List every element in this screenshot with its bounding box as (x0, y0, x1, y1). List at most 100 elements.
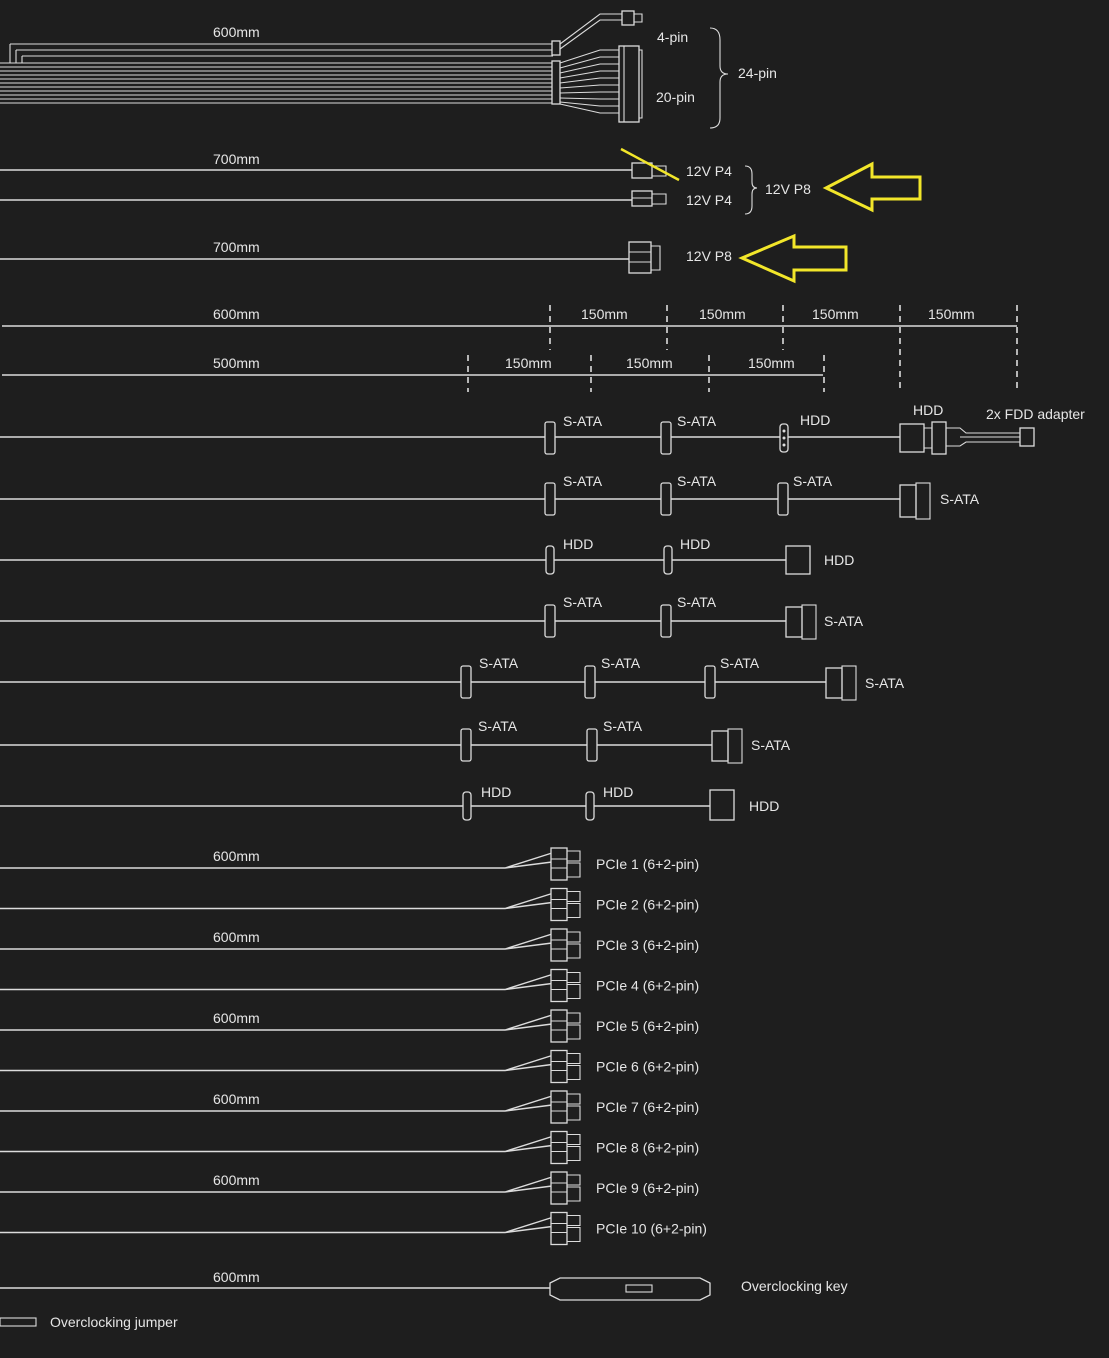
sata-connector (544, 482, 556, 516)
scale-b-seg-1: 150mm (505, 355, 552, 371)
pcie-6pin-connector (550, 1130, 568, 1165)
atx-20pin-connector (618, 45, 640, 123)
scale-a-seg-3: 150mm (812, 306, 859, 322)
pcie-6pin-connector (550, 928, 568, 962)
pcie-6pin-connector (550, 1171, 568, 1205)
eps-p4b-label: 12V P4 (686, 192, 732, 208)
pcie-label: PCIe 3 (6+2-pin) (596, 937, 699, 953)
periph-r6-c1-label: S-ATA (478, 718, 518, 734)
periph-r1-c3-label: HDD (800, 412, 830, 428)
fdd-connector (1019, 427, 1035, 447)
scale-b-seg-2: 150mm (626, 355, 673, 371)
scale-a-length-label: 600mm (213, 306, 260, 322)
sata-end-connector (899, 484, 917, 518)
scale-a: 600mm 150mm 150mm 150mm 150mm (2, 305, 1018, 392)
atx-cable: 600mm 4-pin 20-pin 24-pin (0, 10, 777, 129)
pcie-row: PCIe 9 (6+2-pin) 600mm (0, 1171, 699, 1205)
atx-4pin-connector (621, 10, 635, 26)
scale-a-seg-1: 150mm (581, 306, 628, 322)
oc-jumper-label: Overclocking jumper (50, 1314, 178, 1330)
sata-end-connector (825, 667, 843, 699)
periph-r2-c2-label: S-ATA (677, 473, 717, 489)
pcie-label: PCIe 1 (6+2-pin) (596, 856, 699, 872)
fdd-adapter-plug (931, 421, 947, 455)
pcie-label: PCIe 2 (6+2-pin) (596, 897, 699, 913)
periph-row-1: S-ATA S-ATA HDD HDD 2x FDD adapter (0, 402, 1085, 455)
periph-row-7: HDD HDD HDD (0, 784, 779, 821)
scale-b: 500mm 150mm 150mm 150mm (2, 355, 825, 392)
sata-connector (660, 482, 672, 516)
periph-r7-c2-label: HDD (603, 784, 633, 800)
pcie-row: PCIe 2 (6+2-pin) (0, 887, 699, 922)
eps-cable: 700mm 12V P4 12V P4 12V P8 (0, 147, 922, 215)
pcie-row: PCIe 6 (6+2-pin) (0, 1049, 699, 1084)
pcie-length-label: 600mm (213, 929, 260, 945)
periph-row-2: S-ATA S-ATA S-ATA S-ATA (0, 473, 980, 520)
pcie-6pin-connector (550, 887, 568, 922)
periph-r1-c4-label: HDD (913, 402, 943, 418)
molex-connector (585, 791, 595, 821)
molex-end-connector (785, 545, 811, 575)
pcie-6pin-connector (550, 1211, 568, 1246)
oc-key-label: Overclocking key (741, 1278, 848, 1294)
pcie-row: PCIe 7 (6+2-pin) 600mm (0, 1090, 699, 1124)
atx-brace (709, 27, 729, 129)
sata-connector (584, 665, 596, 699)
highlight-arrow-1 (822, 161, 922, 213)
periph-r5-end-label: S-ATA (865, 675, 905, 691)
atx-20pin-label: 20-pin (656, 89, 695, 105)
pcie-length-label: 600mm (213, 848, 260, 864)
eps2-cable: 700mm 12V P8 (0, 233, 848, 284)
eps2-p8-label: 12V P8 (686, 248, 732, 264)
periph-r5-c3-label: S-ATA (720, 655, 760, 671)
pcie-6pin-connector (550, 1009, 568, 1043)
molex-connector (663, 545, 673, 575)
atx-4pin-label: 4-pin (657, 29, 688, 45)
pcie-row: PCIe 4 (6+2-pin) (0, 968, 699, 1003)
periph-r3-c2-label: HDD (680, 536, 710, 552)
periph-row-5: S-ATA S-ATA S-ATA S-ATA (0, 655, 905, 701)
eps-p4a-connector (631, 162, 653, 179)
eps-p4a-label: 12V P4 (686, 163, 732, 179)
periph-r1-c2-label: S-ATA (677, 413, 717, 429)
pcie-length-label: 600mm (213, 1172, 260, 1188)
periph-r4-c1-label: S-ATA (563, 594, 603, 610)
pcie-label: PCIe 9 (6+2-pin) (596, 1180, 699, 1196)
periph-row-4: S-ATA S-ATA S-ATA (0, 594, 864, 640)
periph-r6-end-label: S-ATA (751, 737, 791, 753)
eps-p8-label: 12V P8 (765, 181, 811, 197)
periph-r3-end-label: HDD (824, 552, 854, 568)
oc-jumper-icon (0, 1317, 37, 1327)
sata-connector (460, 665, 472, 699)
pcie-label: PCIe 4 (6+2-pin) (596, 978, 699, 994)
oc-length-label: 600mm (213, 1269, 260, 1285)
sata-end-connector (711, 730, 729, 762)
pcie-row: PCIe 8 (6+2-pin) (0, 1130, 699, 1165)
pcie-length-label: 600mm (213, 1010, 260, 1026)
sata-connector (460, 728, 472, 762)
atx-split-collar-main (551, 60, 561, 105)
pcie-6pin-connector (550, 1049, 568, 1084)
pcie-label: PCIe 5 (6+2-pin) (596, 1018, 699, 1034)
periph-r7-end-label: HDD (749, 798, 779, 814)
eps-length-label: 700mm (213, 151, 260, 167)
pcie-label: PCIe 6 (6+2-pin) (596, 1059, 699, 1075)
eps2-length-label: 700mm (213, 239, 260, 255)
periph-r6-c2-label: S-ATA (603, 718, 643, 734)
molex-connector (545, 545, 555, 575)
eps-strike-mark (620, 147, 680, 182)
atx-split-collar-top (551, 40, 561, 56)
pcie-label: PCIe 10 (6+2-pin) (596, 1221, 707, 1237)
periph-r4-c2-label: S-ATA (677, 594, 717, 610)
pcie-label: PCIe 7 (6+2-pin) (596, 1099, 699, 1115)
eps-brace (744, 165, 758, 215)
pcie-row: PCIe 5 (6+2-pin) 600mm (0, 1009, 699, 1043)
pcie-label: PCIe 8 (6+2-pin) (596, 1140, 699, 1156)
sata-end-connector (785, 606, 803, 638)
pcie-length-label: 600mm (213, 1091, 260, 1107)
sata-connector (586, 728, 598, 762)
periph-r1-c1-label: S-ATA (563, 413, 603, 429)
pcie-row: PCIe 3 (6+2-pin) 600mm (0, 928, 699, 962)
